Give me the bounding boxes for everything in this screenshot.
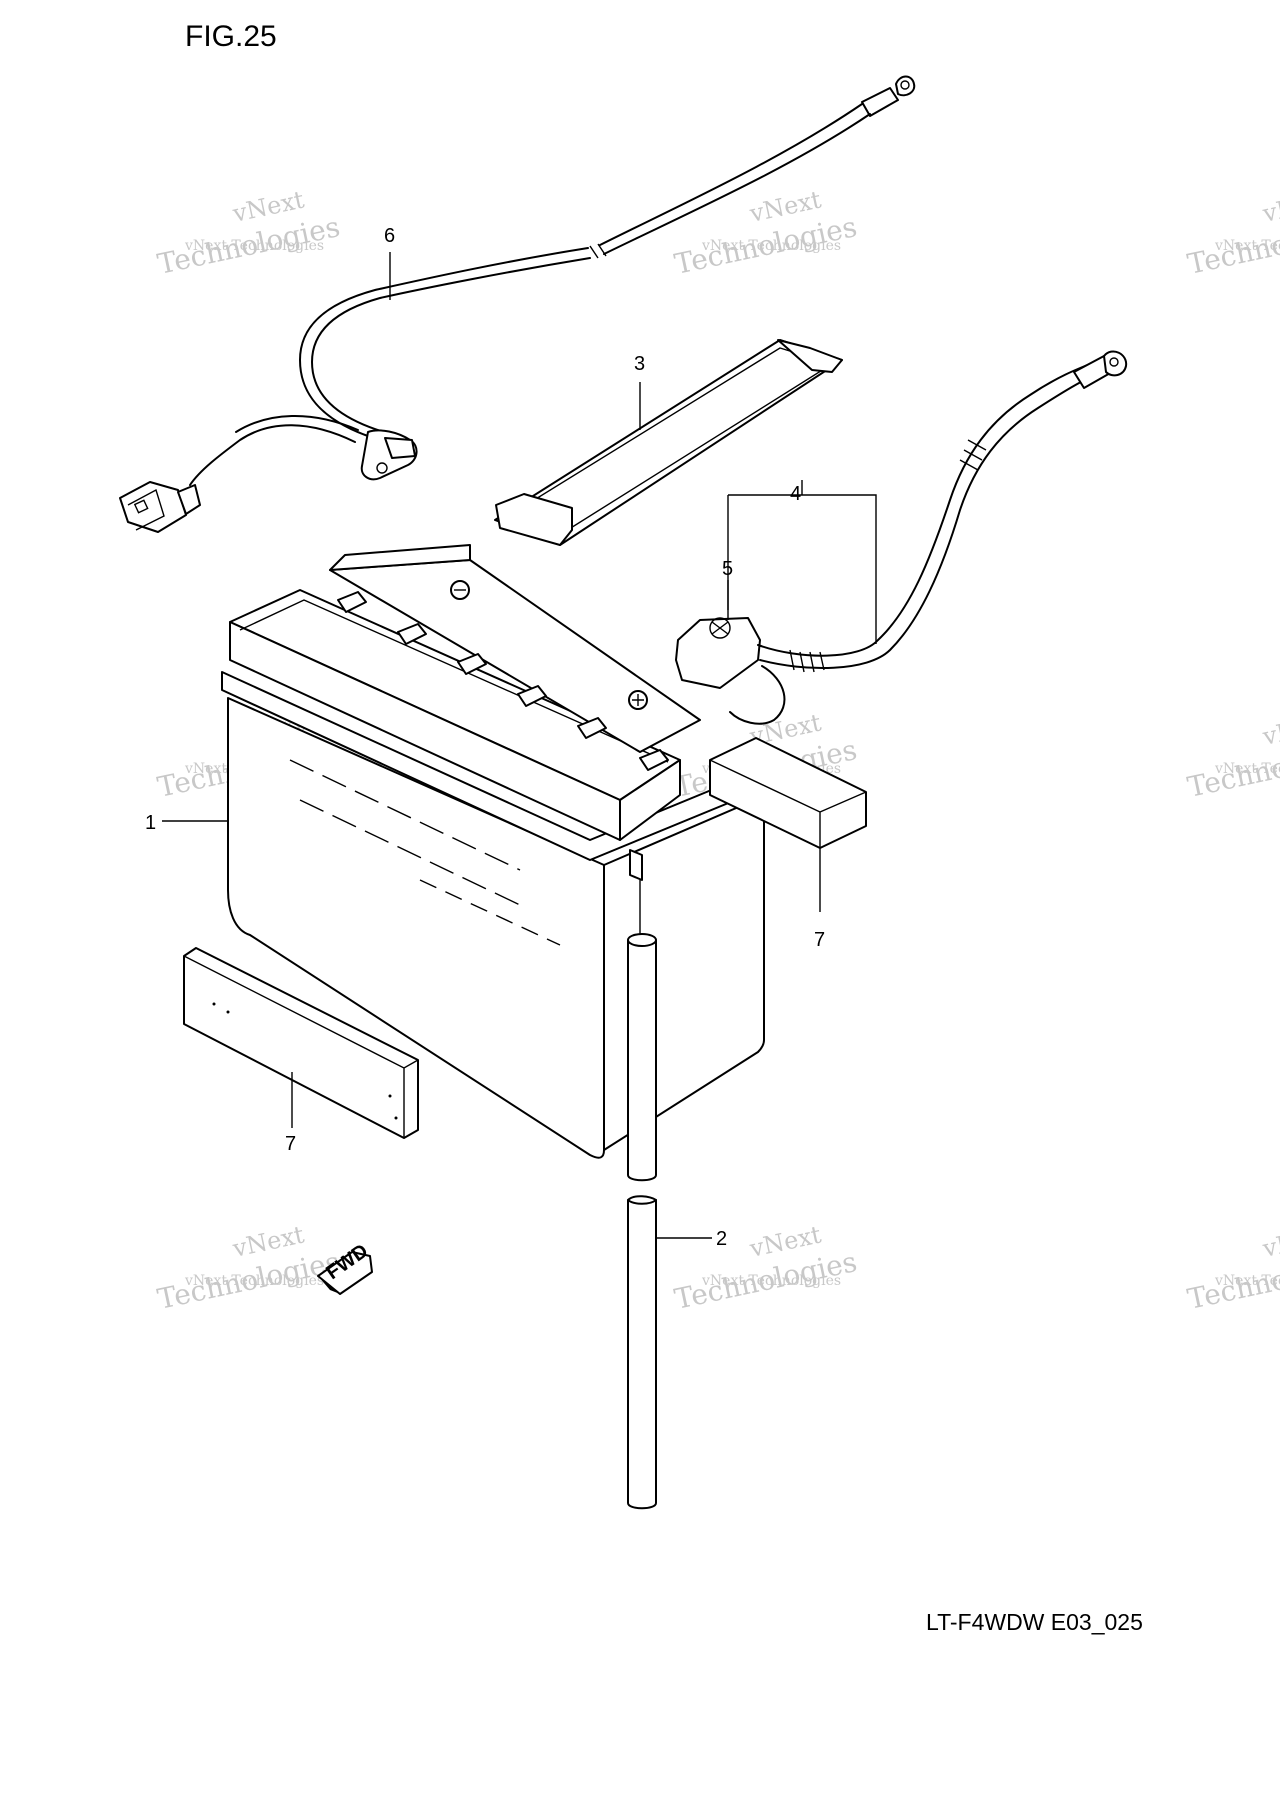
svg-text:vNext Technologies: vNext Technologies [701, 238, 841, 254]
part-4-positive-lead [675, 350, 1128, 725]
svg-text:vNext: vNext [1259, 1220, 1280, 1263]
watermark: vNext Technologies vNext Technologies [672, 185, 860, 280]
callout-3: 3 [634, 353, 645, 375]
drawing-code: LT-F4WDW E03_025 [926, 1609, 1143, 1635]
callout-4: 4 [790, 483, 801, 505]
watermark: vNext Technologies vNext Technologies [155, 1220, 343, 1315]
svg-text:vNext Technologies: vNext Technologies [701, 1273, 841, 1289]
callout-2: 2 [716, 1228, 727, 1250]
figure-title: FIG.25 [185, 20, 277, 53]
part-3-battery-band [494, 339, 843, 546]
part-6-wire-lead [119, 75, 916, 533]
svg-text:vNext: vNext [1259, 708, 1280, 751]
part-7-cushion-left [183, 947, 419, 1139]
part-7-cushion-right [709, 737, 867, 849]
callout-5: 5 [722, 558, 733, 580]
watermark: vNext Technologies vNext Technologies [1185, 708, 1280, 803]
svg-text:vNext Technologies: vNext Technologies [184, 238, 324, 254]
svg-text:vNext Technologies: vNext Technologies [1214, 761, 1280, 777]
callout-labels: 6 3 4 5 1 7 7 2 [145, 225, 825, 1250]
callout-7-left: 7 [285, 1133, 296, 1155]
battery-vent-caps [337, 591, 669, 771]
callout-leaders [162, 252, 877, 1239]
watermark: vNext Technologies vNext Technologies [672, 1220, 860, 1315]
svg-text:vNext Technologies: vNext Technologies [184, 1273, 324, 1289]
svg-text:vNext: vNext [1259, 185, 1280, 228]
callout-6: 6 [384, 225, 395, 247]
watermark: vNext Technologies vNext Technologies [1185, 185, 1280, 280]
watermark: vNext Technologies vNext Technologies [1185, 1220, 1280, 1315]
watermark: vNext Technologies vNext Technologies [155, 185, 343, 280]
callout-1: 1 [145, 812, 156, 834]
svg-text:vNext Technologies: vNext Technologies [1214, 1273, 1280, 1289]
callout-7-right: 7 [814, 929, 825, 951]
part-2-breather-hose [627, 880, 657, 1510]
svg-text:vNext Technologies: vNext Technologies [1214, 238, 1280, 254]
